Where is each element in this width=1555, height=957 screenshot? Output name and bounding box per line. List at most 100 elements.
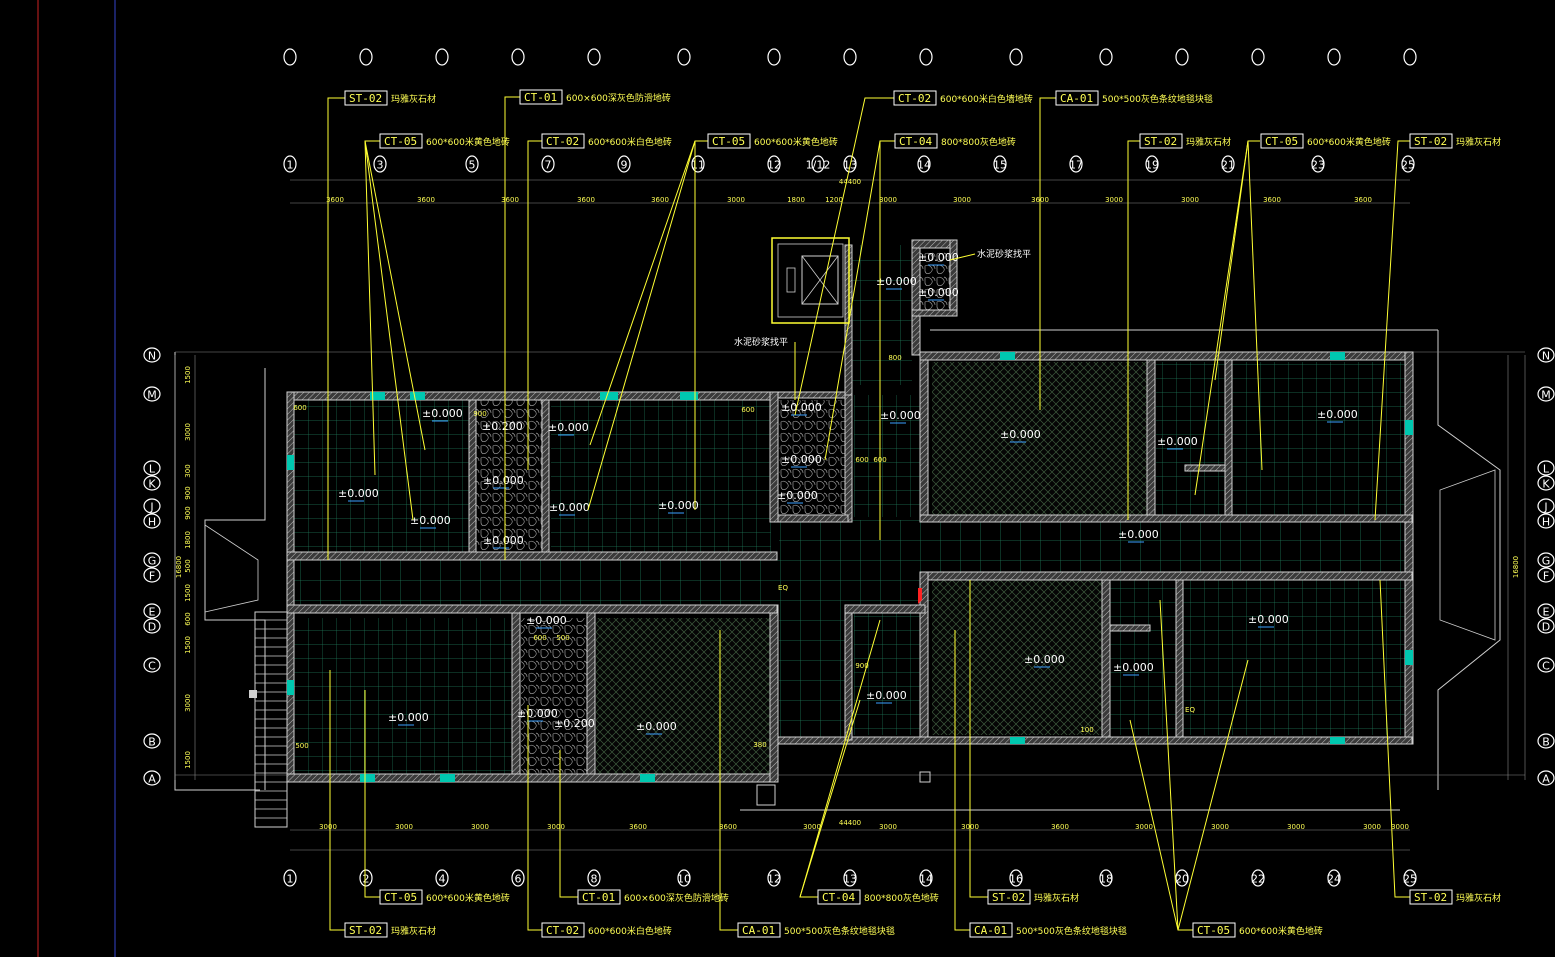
- axis-label: 9: [621, 159, 628, 172]
- axis-bubble: 21: [1221, 155, 1235, 173]
- axis-bubble: E: [143, 603, 161, 619]
- dimension-label: 3000: [1287, 823, 1305, 831]
- material-tag-code: ST-02: [1414, 135, 1447, 148]
- axis-label: A: [148, 773, 156, 786]
- column-box-small: [919, 771, 931, 783]
- stair-tower-floor: [852, 245, 912, 385]
- elevation-label: ±0.000: [658, 499, 699, 512]
- overall-dim-right: 16800: [1512, 556, 1520, 578]
- material-tag-desc: 玛雅灰石材: [391, 925, 436, 937]
- dimension-label: 3600: [651, 196, 669, 204]
- material-tag-desc: 玛雅灰石材: [1186, 136, 1231, 148]
- dimension-label: 3000: [184, 423, 192, 441]
- axis-bubble: 22: [1251, 869, 1265, 887]
- small-dimension: 600: [741, 406, 754, 414]
- axis-bubble: N: [143, 347, 161, 363]
- axis-label: 7: [545, 159, 552, 172]
- material-tag-desc: 玛雅灰石材: [1456, 136, 1501, 148]
- dimension-label: 1800: [787, 196, 805, 204]
- material-tag-desc: 800*800灰色地砖: [941, 136, 1016, 148]
- elevation-labels: ±0.000±0.000±0.000±0.000±0.000±0.000±0.0…: [338, 251, 1358, 735]
- axis-label: G: [148, 555, 157, 568]
- small-dimension: EQ: [778, 584, 788, 592]
- dimension-label: 3000: [879, 196, 897, 204]
- axis-bubble: [587, 48, 601, 66]
- axis-label: 14: [919, 873, 933, 886]
- dimension-label: 1500: [184, 636, 192, 654]
- overall-dim-bottom: 44400: [839, 819, 861, 827]
- walls: [286, 239, 1414, 783]
- axis-bubble: B: [143, 733, 161, 749]
- elevation-label: ±0.000: [876, 275, 917, 288]
- dimension-label: 3000: [1211, 823, 1229, 831]
- material-tag-code: CT-05: [1197, 924, 1230, 937]
- room-floor-h: [854, 613, 920, 735]
- axis-bubble: M: [143, 386, 161, 402]
- room-floor-carpet2: [596, 618, 771, 774]
- axis-label: 10: [677, 873, 691, 886]
- note-cement-2: 水泥砂浆找平: [734, 336, 788, 348]
- dimension-label: 1200: [825, 196, 843, 204]
- dimension-label: 900: [184, 506, 192, 519]
- elevator-shaft: [771, 237, 850, 324]
- axis-bubble: N: [1537, 347, 1555, 363]
- elevation-label: ±0.000: [781, 401, 822, 414]
- material-tag-code: CT-02: [546, 135, 579, 148]
- material-tag-desc: 800*800灰色地砖: [864, 892, 939, 904]
- elevation-label: ±0.000: [517, 707, 558, 720]
- red-marker: [918, 588, 922, 604]
- material-tag-code: CT-01: [524, 91, 557, 104]
- axis-label: J: [149, 501, 153, 514]
- axis-label: C: [1542, 660, 1550, 673]
- dimension-label: 300: [184, 464, 192, 477]
- material-tag-code: CA-01: [742, 924, 775, 937]
- axis-bubble: [919, 48, 933, 66]
- axis-bubble: 6: [511, 869, 525, 887]
- room-floor-i: [1110, 580, 1176, 735]
- elevation-label: ±0.000: [866, 689, 907, 702]
- axis-bubble: [843, 48, 857, 66]
- small-dimension: 100: [1080, 726, 1093, 734]
- dimension-label: 3000: [1135, 823, 1153, 831]
- axis-label: 1: [287, 873, 294, 886]
- axis-label: 21: [1221, 159, 1235, 172]
- axis-label: L: [149, 463, 156, 476]
- axis-label: 24: [1327, 873, 1341, 886]
- dimension-label: 3600: [629, 823, 647, 831]
- dimension-label: 3600: [501, 196, 519, 204]
- axis-label: 6: [515, 873, 522, 886]
- windows: [287, 352, 1413, 782]
- material-tag-code: CT-02: [546, 924, 579, 937]
- material-tag-desc: 600×600深灰色防滑地砖: [624, 892, 729, 904]
- axis-bubble: [1327, 48, 1341, 66]
- axis-bubble: G: [143, 552, 161, 568]
- axis-label: 5: [469, 159, 476, 172]
- axis-label: M: [147, 389, 157, 402]
- dimension-label: 3600: [1263, 196, 1281, 204]
- material-tag-code: CT-02: [898, 92, 931, 105]
- axis-bubble: 20: [1175, 869, 1189, 887]
- axis-bubble: K: [1537, 475, 1555, 491]
- elevation-label-wet: ±0.200: [554, 717, 595, 730]
- axis-label: 20: [1175, 873, 1189, 886]
- room-floor-carpet3: [932, 580, 1102, 735]
- axis-label: L: [1543, 463, 1550, 476]
- material-tag-code: CT-05: [1265, 135, 1298, 148]
- material-tag-desc: 玛雅灰石材: [1456, 892, 1501, 904]
- axis-label: K: [1542, 478, 1550, 491]
- room-floor-f: [294, 618, 512, 774]
- dimension-label: 3000: [1105, 196, 1123, 204]
- axis-label: 12: [767, 873, 781, 886]
- axis-bubble: A: [143, 770, 161, 786]
- material-tag-code: CT-04: [899, 135, 932, 148]
- material-tag-code: ST-02: [1144, 135, 1177, 148]
